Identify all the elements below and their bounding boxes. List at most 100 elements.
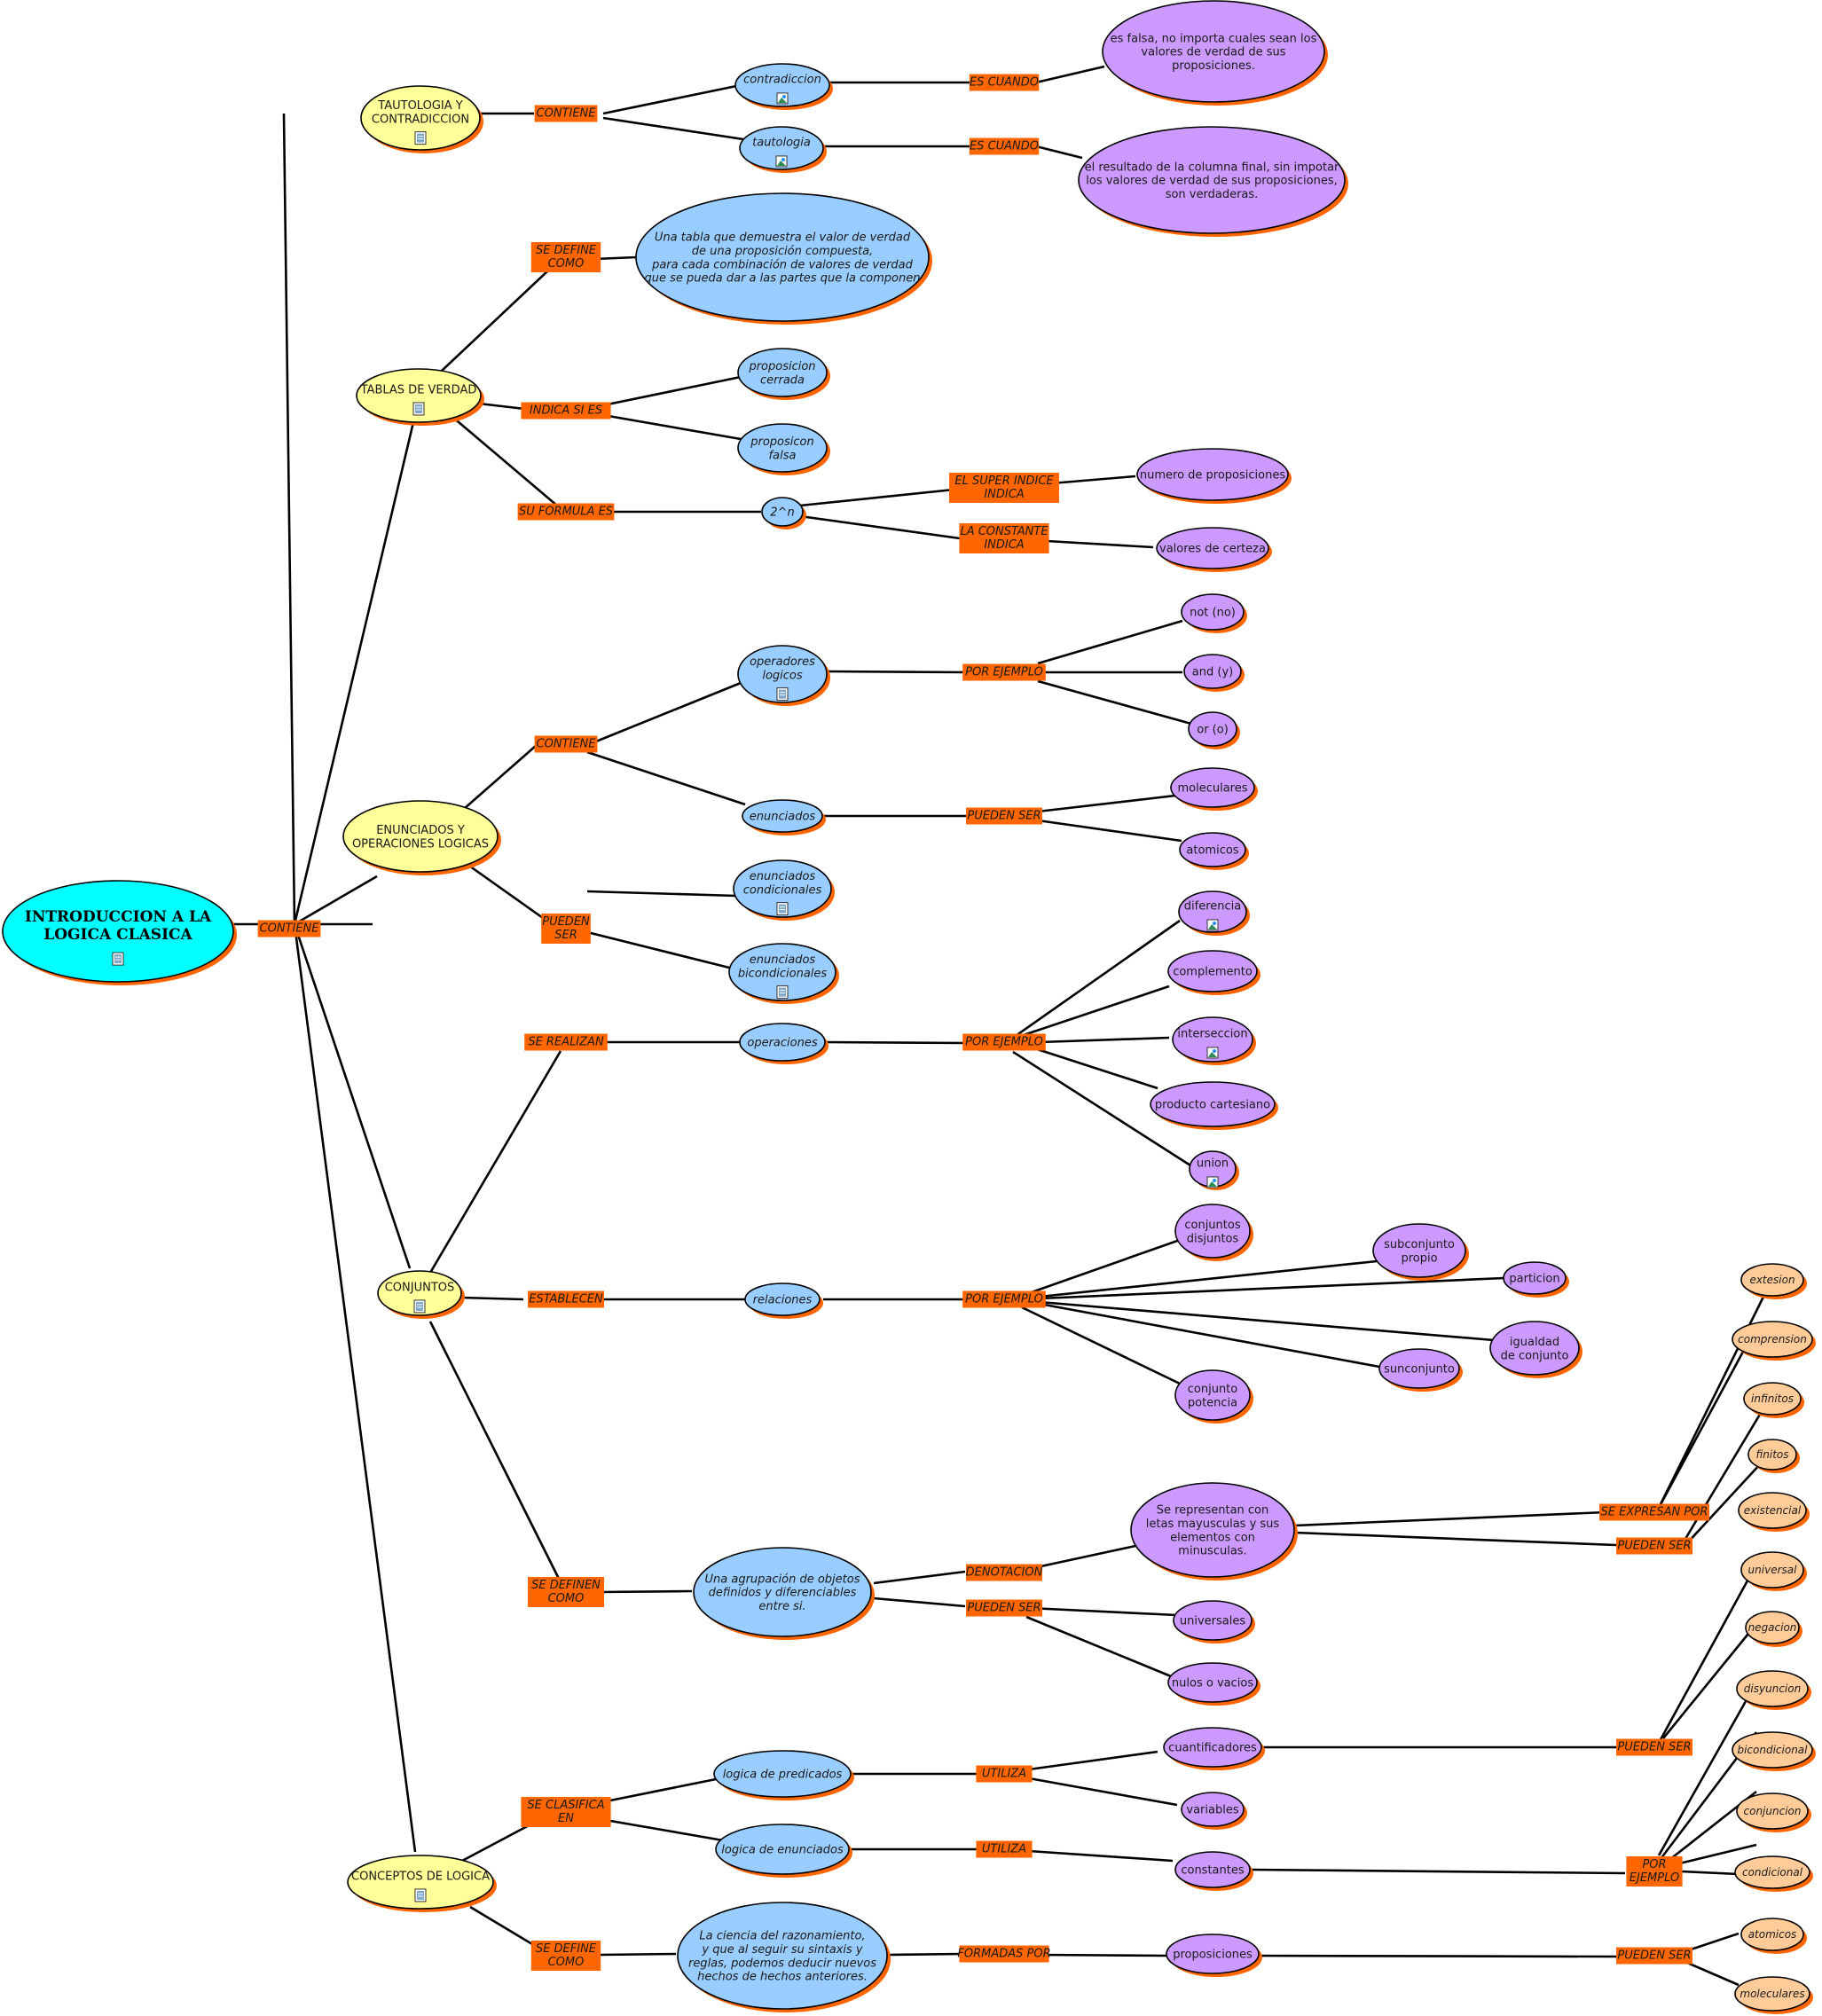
- document-icon[interactable]: [414, 1888, 427, 1902]
- node-2-n[interactable]: 2^n: [761, 497, 806, 529]
- link-contiene[interactable]: CONTIENE: [534, 105, 598, 122]
- node-finitos[interactable]: finitos: [1747, 1439, 1800, 1473]
- node-proposiciones[interactable]: proposiciones: [1166, 1934, 1262, 1977]
- node-una-tabla-que-demuestra-el-valor-de-verd[interactable]: Una tabla que demuestra el valor de verd…: [635, 192, 932, 325]
- node-moleculares[interactable]: moleculares: [1170, 767, 1258, 811]
- node-sunconjunto[interactable]: sunconjunto: [1378, 1348, 1463, 1392]
- link-pueden-ser[interactable]: PUEDEN SER: [1616, 1947, 1692, 1965]
- link-pueden-ser[interactable]: PUEDEN SER: [966, 1599, 1042, 1617]
- link-su-formula-es[interactable]: SU FORMULA ES: [517, 503, 615, 521]
- node-el-resultado-de-la-columna-final-sin-imp[interactable]: el resultado de la columna final, sin im…: [1078, 126, 1348, 237]
- link-pueden-ser[interactable]: PUEDEN SER: [1616, 1738, 1692, 1756]
- link-por-ejemplo[interactable]: POR EJEMPLO: [962, 663, 1046, 681]
- link-indica-si-es[interactable]: INDICA SI ES: [521, 402, 611, 420]
- link-utiliza[interactable]: UTILIZA: [976, 1840, 1033, 1858]
- link-contiene[interactable]: CONTIENE: [534, 735, 598, 753]
- link-pueden-ser[interactable]: PUEDEN SER: [1616, 1537, 1692, 1555]
- link-establecen[interactable]: ESTABLECEN: [528, 1290, 604, 1308]
- node-negacion[interactable]: negacion: [1745, 1611, 1802, 1647]
- node-universales[interactable]: universales: [1173, 1600, 1255, 1643]
- link-se-expresan-por[interactable]: SE EXPRESAN POR: [1599, 1503, 1709, 1521]
- image-icon[interactable]: [775, 155, 788, 168]
- link-utiliza[interactable]: UTILIZA: [976, 1765, 1033, 1783]
- document-icon[interactable]: [413, 1299, 426, 1314]
- node-infinitos[interactable]: infinitos: [1743, 1382, 1804, 1418]
- node-disyuncion[interactable]: disyuncion: [1736, 1670, 1811, 1710]
- document-icon[interactable]: [412, 402, 425, 416]
- node-condicional[interactable]: condicional: [1734, 1855, 1813, 1892]
- image-icon[interactable]: [1206, 1047, 1219, 1059]
- node-logica-de-predicados[interactable]: logica de predicados: [713, 1750, 854, 1800]
- node-cuantificadores[interactable]: cuantificadores: [1163, 1727, 1265, 1770]
- node-constantes[interactable]: constantes: [1174, 1851, 1253, 1891]
- node-complemento[interactable]: complemento: [1167, 950, 1260, 995]
- node-variables[interactable]: variables: [1181, 1792, 1247, 1830]
- node-operaciones[interactable]: operaciones: [739, 1023, 829, 1064]
- link-formadas-por[interactable]: FORMADAS POR: [957, 1945, 1051, 1963]
- node-atomicos[interactable]: atomicos: [1740, 1918, 1807, 1954]
- image-icon[interactable]: [776, 92, 789, 105]
- node-numero-de-proposiciones[interactable]: numero de proposiciones: [1136, 448, 1292, 504]
- node-comprension[interactable]: comprension: [1732, 1321, 1816, 1361]
- link-denotacion[interactable]: DENOTACION: [966, 1564, 1043, 1581]
- link-es-cuando[interactable]: ES CUANDO: [969, 74, 1040, 91]
- link-pueden-ser[interactable]: PUEDEN SER: [966, 807, 1042, 825]
- node-particion[interactable]: particion: [1503, 1261, 1569, 1298]
- node-logica-de-enunciados[interactable]: logica de enunciados: [715, 1824, 852, 1878]
- link-por-ejemplo[interactable]: POR EJEMPLO: [962, 1290, 1046, 1308]
- node-universal[interactable]: universal: [1740, 1551, 1807, 1591]
- node-valores-de-certeza[interactable]: valores de certeza: [1156, 527, 1272, 572]
- node-diferencia[interactable]: diferencia: [1178, 890, 1250, 936]
- node-la-ciencia-del-razonamiento-y-que-al-seg[interactable]: La ciencia del razonamiento,y que al seg…: [677, 1902, 891, 2012]
- node-union[interactable]: union: [1189, 1150, 1239, 1190]
- node-enunciados[interactable]: enunciados: [742, 799, 826, 835]
- node-nulos-o-vacios[interactable]: nulos o vacios: [1167, 1662, 1260, 1706]
- section-conceptos-de-logica[interactable]: CONCEPTOS DE LOGICA: [347, 1855, 497, 1912]
- node-moleculares[interactable]: moleculares: [1734, 1976, 1813, 2014]
- section-conjuntos[interactable]: CONJUNTOS: [377, 1270, 465, 1319]
- node-and-y[interactable]: and (y): [1183, 654, 1245, 692]
- section-tablas-de-verdad[interactable]: TABLAS DE VERDAD: [356, 368, 484, 426]
- link-es-cuando[interactable]: ES CUANDO: [969, 137, 1040, 155]
- node-tautologia[interactable]: tautologia: [739, 126, 827, 173]
- image-icon[interactable]: [1206, 919, 1219, 931]
- root-link-contiene[interactable]: CONTIENE: [257, 920, 321, 937]
- document-icon[interactable]: [776, 687, 789, 702]
- node-relaciones[interactable]: relaciones: [744, 1283, 823, 1319]
- document-icon[interactable]: [112, 952, 124, 966]
- node-not-no[interactable]: not (no): [1181, 593, 1247, 633]
- node-extesion[interactable]: extesion: [1740, 1263, 1807, 1299]
- document-icon[interactable]: [414, 131, 427, 145]
- link-por-ejemplo[interactable]: POR EJEMPLO: [962, 1033, 1046, 1051]
- node-bicondicional[interactable]: bicondicional: [1732, 1731, 1816, 1771]
- node-atomicos[interactable]: atomicos: [1179, 832, 1249, 870]
- document-icon[interactable]: [776, 902, 789, 916]
- node-existencial[interactable]: existencial: [1738, 1492, 1810, 1532]
- node-producto-cartesiano[interactable]: producto cartesiano: [1150, 1081, 1278, 1130]
- node-contradiccion[interactable]: contradiccion: [734, 63, 833, 110]
- node-interseccion[interactable]: interseccion: [1172, 1016, 1256, 1065]
- node-conjuncion[interactable]: conjuncion: [1736, 1792, 1811, 1832]
